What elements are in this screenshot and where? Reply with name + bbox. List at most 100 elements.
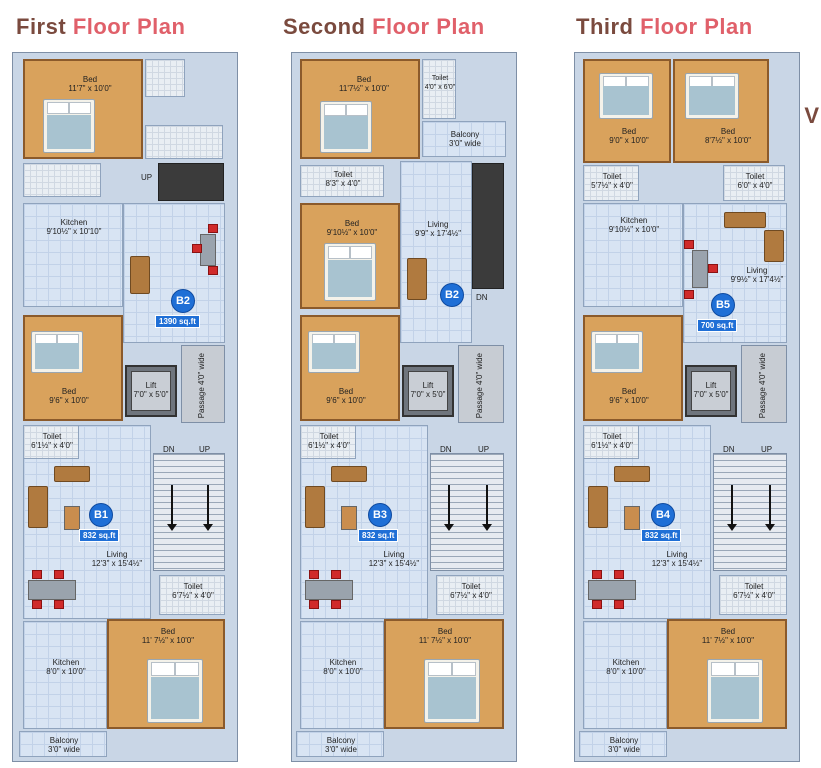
staircase (430, 453, 504, 571)
chair-icon (614, 600, 624, 609)
unit-badge: B4 (651, 503, 675, 527)
unit-badge: B3 (368, 503, 392, 527)
sofa-icon (28, 486, 48, 528)
unit-area: 832 sq.ft (641, 529, 682, 542)
chair-icon (592, 570, 602, 579)
dining-table-icon (305, 580, 353, 600)
stair-up-label: UP (199, 445, 211, 454)
stair-label: DN (476, 293, 488, 302)
chair-icon (309, 570, 319, 579)
passage-label: Passage 4'0" wide (197, 353, 206, 419)
dining-table-icon (200, 234, 216, 266)
cutoff-text: V (804, 103, 819, 128)
bed-icon (685, 73, 739, 119)
title-word: Floor (372, 14, 430, 39)
chair-icon (54, 600, 64, 609)
stair-arrow-down (444, 485, 454, 531)
chair-icon (592, 600, 602, 609)
sofa-icon (614, 466, 650, 482)
unit-badge: B1 (89, 503, 113, 527)
coffee-table-icon (341, 506, 357, 530)
plan-title-third: Third Floor Plan (576, 14, 753, 40)
bed-icon (147, 659, 203, 723)
unit-area: 832 sq.ft (358, 529, 399, 542)
chair-icon (309, 600, 319, 609)
toilet (145, 125, 223, 159)
unit-area: 700 sq.ft (697, 319, 738, 332)
toilet (145, 59, 185, 97)
title-word: Plan (704, 14, 753, 39)
passage-label: Passage 4'0" wide (758, 353, 767, 419)
bed-icon (320, 101, 372, 153)
title-word: First (16, 14, 67, 39)
unit-badge: B5 (711, 293, 735, 317)
staircase (158, 163, 224, 201)
toilet (23, 163, 101, 197)
bed-icon (591, 331, 643, 373)
sofa-icon (724, 212, 766, 228)
chair-icon (208, 224, 218, 233)
title-word: Third (576, 14, 634, 39)
stair-label: UP (141, 173, 153, 182)
chair-icon (208, 266, 218, 275)
chair-icon (331, 600, 341, 609)
unit-area: 1390 sq.ft (155, 315, 200, 328)
chair-icon (684, 290, 694, 299)
unit-badge: B2 (171, 289, 195, 313)
stair-arrow-down (482, 485, 492, 531)
stair-up-label: UP (761, 445, 773, 454)
coffee-table-icon (624, 506, 640, 530)
bed-icon (599, 73, 653, 119)
sofa-icon (407, 258, 427, 300)
bed-icon (31, 331, 83, 373)
